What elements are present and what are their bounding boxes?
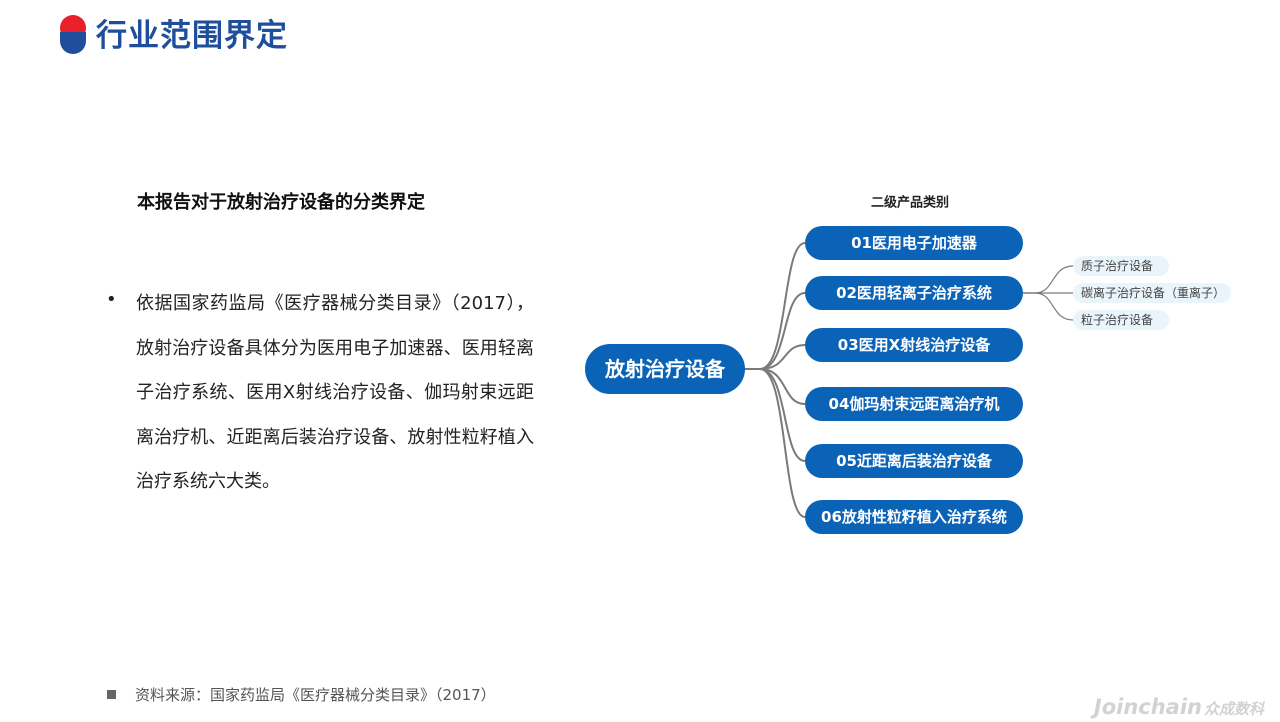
section-heading: 本报告对于放射治疗设备的分类界定 [137, 192, 425, 213]
leaf-label: 质子治疗设备 [1081, 259, 1153, 273]
category-connector [759, 368, 806, 518]
category-node [805, 328, 1023, 362]
column-caption: 二级产品类别 [871, 195, 949, 211]
category-label: 05近距离后装治疗设备 [836, 452, 993, 470]
root-node [585, 344, 745, 394]
mindmap-nodes: 二级产品类别 01医用电子加速器 02医用轻离子治疗系统 03医用X射线治疗设备 04伽… [585, 195, 1231, 534]
watermark-cn: 众成数科 [1203, 700, 1264, 718]
page-title: 行业范围界定 [96, 18, 288, 54]
leaf-node [1073, 256, 1169, 276]
leaf-connector [1034, 292, 1074, 321]
leaf-label: 粒子治疗设备 [1081, 312, 1153, 327]
category-label: 02医用轻离子治疗系统 [836, 284, 992, 302]
category-connector [759, 344, 806, 370]
category-label: 04伽玛射束远距离治疗机 [829, 395, 1000, 413]
bullet-text: 依据国家药监局《医疗器械分类目录》（2017），放射治疗设备具体分为医用电子加速… [136, 293, 534, 492]
source-marker-icon [107, 690, 116, 699]
category-node [805, 387, 1023, 421]
category-label: 01医用电子加速器 [851, 234, 978, 252]
leaf-node [1073, 310, 1169, 330]
source-note: 资料来源：国家药监局《医疗器械分类目录》（2017） [135, 686, 496, 704]
leaf-connector [1034, 265, 1074, 294]
category-label: 03医用X射线治疗设备 [838, 336, 991, 354]
category-node [805, 226, 1023, 260]
leaf-label: 碳离子治疗设备（重离子） [1081, 285, 1225, 300]
category-node [805, 500, 1023, 534]
connector-lines [739, 242, 1074, 518]
category-node [805, 276, 1023, 310]
category-label: 06放射性粒籽植入治疗系统 [821, 508, 1007, 526]
root-label: 放射治疗设备 [604, 357, 726, 381]
category-connector [759, 292, 806, 370]
category-connector [759, 368, 806, 405]
logo-blue-shape [60, 32, 86, 54]
watermark-latin: Joinchain [1093, 695, 1202, 719]
category-node [805, 444, 1023, 478]
bullet-icon: • [106, 289, 117, 310]
brand-logo [60, 15, 86, 55]
category-connector [759, 242, 806, 370]
leaf-node [1073, 283, 1231, 303]
